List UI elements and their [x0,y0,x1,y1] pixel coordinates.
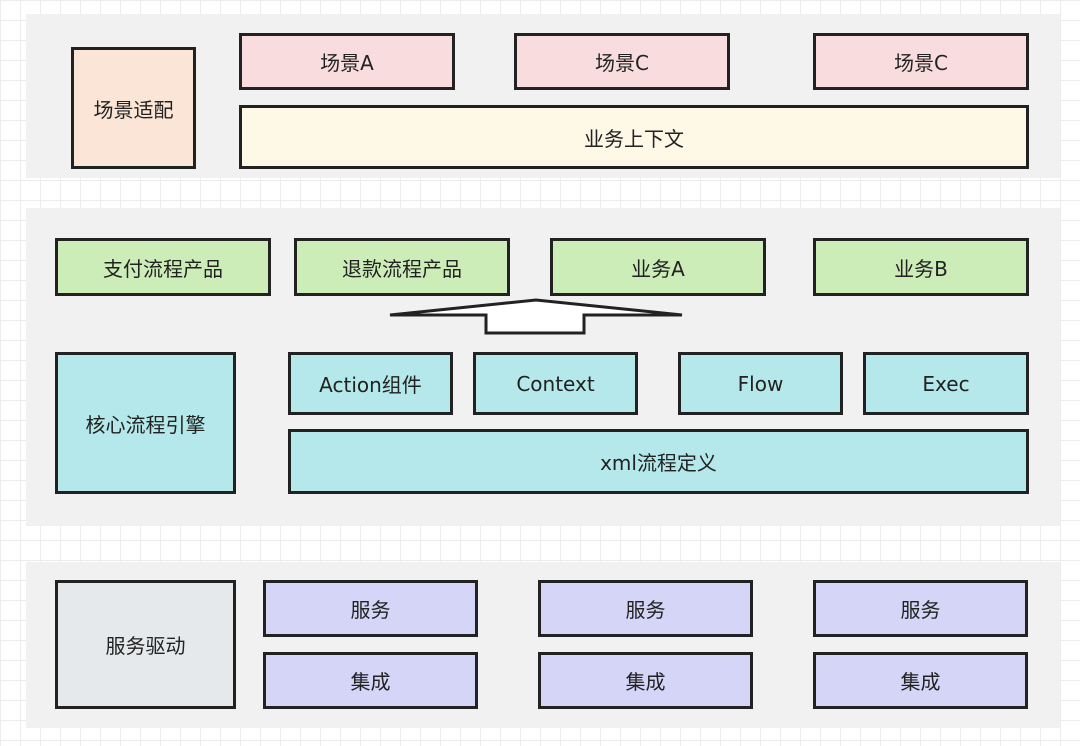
integration-box-3: 集成 [813,652,1028,709]
business-context-box: 业务上下文 [239,105,1029,169]
exec-box: Exec [863,352,1029,415]
scene-c-box-2: 场景C [813,33,1029,90]
service-box-1: 服务 [263,580,478,637]
action-component-box: Action组件 [288,352,453,415]
business-a-box: 业务A [550,238,766,296]
xml-flow-definition-box: xml流程定义 [288,429,1029,494]
business-b-box: 业务B [813,238,1029,296]
scene-c-box-1: 场景C [514,33,730,90]
service-driver-label: 服务驱动 [55,580,236,709]
up-arrow-icon [389,298,683,335]
integration-box-2: 集成 [538,652,753,709]
scene-adapter-label: 场景适配 [71,47,196,169]
context-box: Context [473,352,638,415]
core-engine-label: 核心流程引擎 [55,352,236,494]
payment-flow-product-box: 支付流程产品 [55,238,271,296]
refund-flow-product-box: 退款流程产品 [294,238,510,296]
integration-box-1: 集成 [263,652,478,709]
scene-a-box: 场景A [239,33,455,90]
service-box-3: 服务 [813,580,1028,637]
service-box-2: 服务 [538,580,753,637]
flow-box: Flow [678,352,843,415]
